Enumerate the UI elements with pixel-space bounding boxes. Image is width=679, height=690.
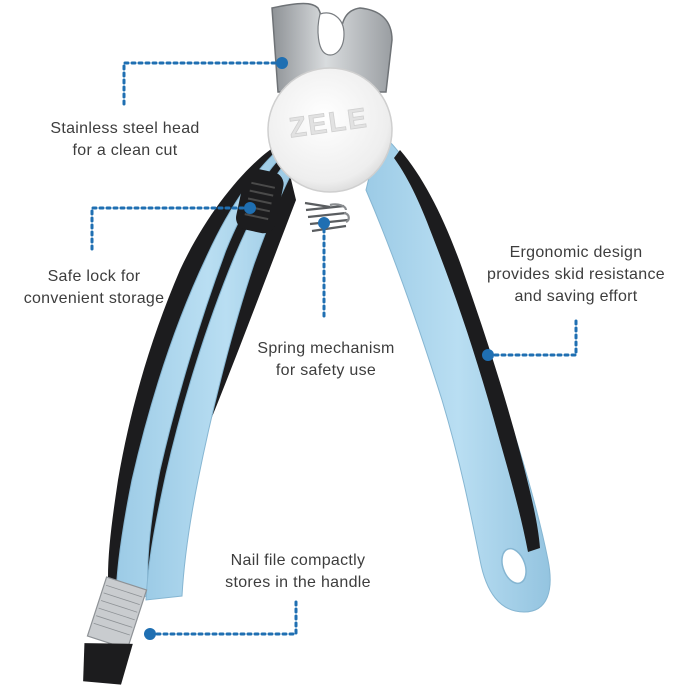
callout-grip-line1: Ergonomic design	[509, 244, 643, 261]
callout-line-grip	[486, 316, 578, 357]
callout-grip-line2: provides skid resistance	[487, 266, 665, 283]
callout-head-line1: Stainless steel head	[50, 120, 200, 137]
callout-label-file: Nail file compactly stores in the handle	[208, 550, 388, 594]
callout-grip-line3: and saving effort	[514, 288, 638, 305]
callout-file-line1: Nail file compactly	[230, 552, 366, 569]
callout-label-grip: Ergonomic design provides skid resistanc…	[476, 242, 676, 308]
callout-spring-line2: for safety use	[275, 362, 377, 379]
callout-dot-file	[144, 628, 156, 640]
callout-line-head	[122, 61, 284, 110]
callout-dot-grip	[482, 349, 494, 361]
callout-line-lock	[90, 206, 252, 254]
callout-line-file	[148, 598, 298, 636]
right-handle	[365, 131, 551, 613]
callout-spring-line1: Spring mechanism	[257, 340, 395, 357]
callout-lines	[90, 61, 578, 636]
callout-dot-lock	[244, 202, 256, 214]
callout-label-lock: Safe lock for convenient storage	[14, 266, 174, 310]
callout-label-head: Stainless steel head for a clean cut	[30, 118, 220, 162]
callout-lock-line1: Safe lock for	[47, 268, 141, 285]
callout-dot-spring	[318, 217, 330, 229]
callout-dot-head	[276, 57, 288, 69]
callout-label-spring: Spring mechanism for safety use	[236, 338, 416, 382]
spring-mechanism	[304, 201, 350, 233]
stainless-steel-head	[271, 2, 393, 93]
safe-lock-slider	[236, 168, 284, 234]
nail-file	[83, 576, 148, 685]
callout-file-line2: stores in the handle	[225, 574, 371, 591]
callout-dots	[144, 57, 494, 640]
callout-head-line2: for a clean cut	[72, 142, 178, 159]
callout-lock-line2: convenient storage	[23, 290, 165, 307]
pivot-cap: ZELE	[267, 67, 393, 193]
